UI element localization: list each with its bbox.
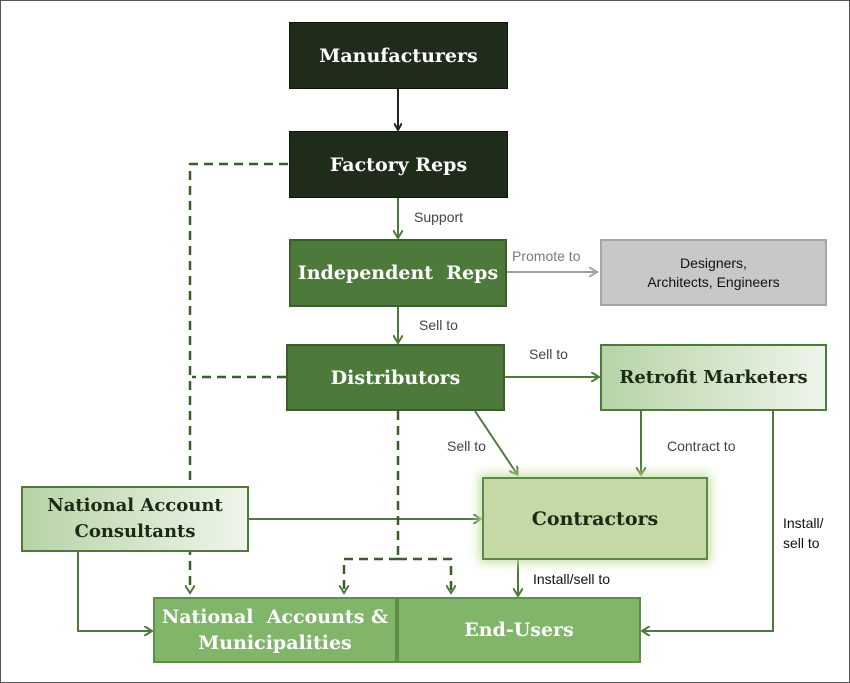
node-national-account-consultants: National Account Consultants [21,486,249,552]
node-distributors: Distributors [286,344,505,411]
label-sell-to-contractors: Sell to [447,438,486,454]
node-contractors: Contractors [482,477,708,560]
node-end-users: End-Users [397,597,641,663]
node-national-accounts: National Accounts & Municipalities [153,597,397,663]
node-independent-reps-label: Independent Reps [297,262,499,284]
arrow-nac-national-accounts [77,552,151,631]
node-manufacturers-label: Manufacturers [319,44,478,67]
node-retrofit-marketers-label: Retrofit Marketers [619,366,808,388]
node-nac-line2: Consultants [74,521,196,542]
dashed-split-left [344,557,398,592]
label-contract-to: Contract to [667,438,736,454]
label-install-sell-to: Install/sell to [533,571,611,587]
node-distributors-label: Distributors [330,366,461,389]
node-end-users-label: End-Users [464,619,574,641]
node-contractors-label: Contractors [531,507,659,530]
dashed-factory-national-accounts [190,162,288,592]
label-promote-to: Promote to [512,248,581,264]
label-sell-to-distributors: Sell to [419,317,458,333]
arrow-distributors-contractors [474,410,517,474]
node-factory-reps-label: Factory Reps [329,153,468,176]
node-manufacturers: Manufacturers [289,22,508,89]
node-designers-line1: Designers, [680,254,747,271]
node-national-accounts-line2: Municipalities [198,632,352,654]
node-nac-line1: National Account [47,495,223,516]
node-national-accounts-line1: National Accounts & [161,606,389,628]
node-independent-reps: Independent Reps [289,239,507,307]
node-designers: Designers, Architects, Engineers [600,239,827,306]
dashed-split-right [398,557,451,592]
label-support: Support [414,209,464,225]
label-sell-to-retrofit: Sell to [529,346,568,362]
arrow-retrofit-endusers [643,411,774,631]
node-factory-reps: Factory Reps [289,131,508,198]
node-designers-line2: Architects, Engineers [647,273,780,290]
node-retrofit-marketers: Retrofit Marketers [600,344,827,411]
label-install-sell-to-right-1: Install/ [783,515,824,531]
label-install-sell-to-right-2: sell to [783,535,820,551]
